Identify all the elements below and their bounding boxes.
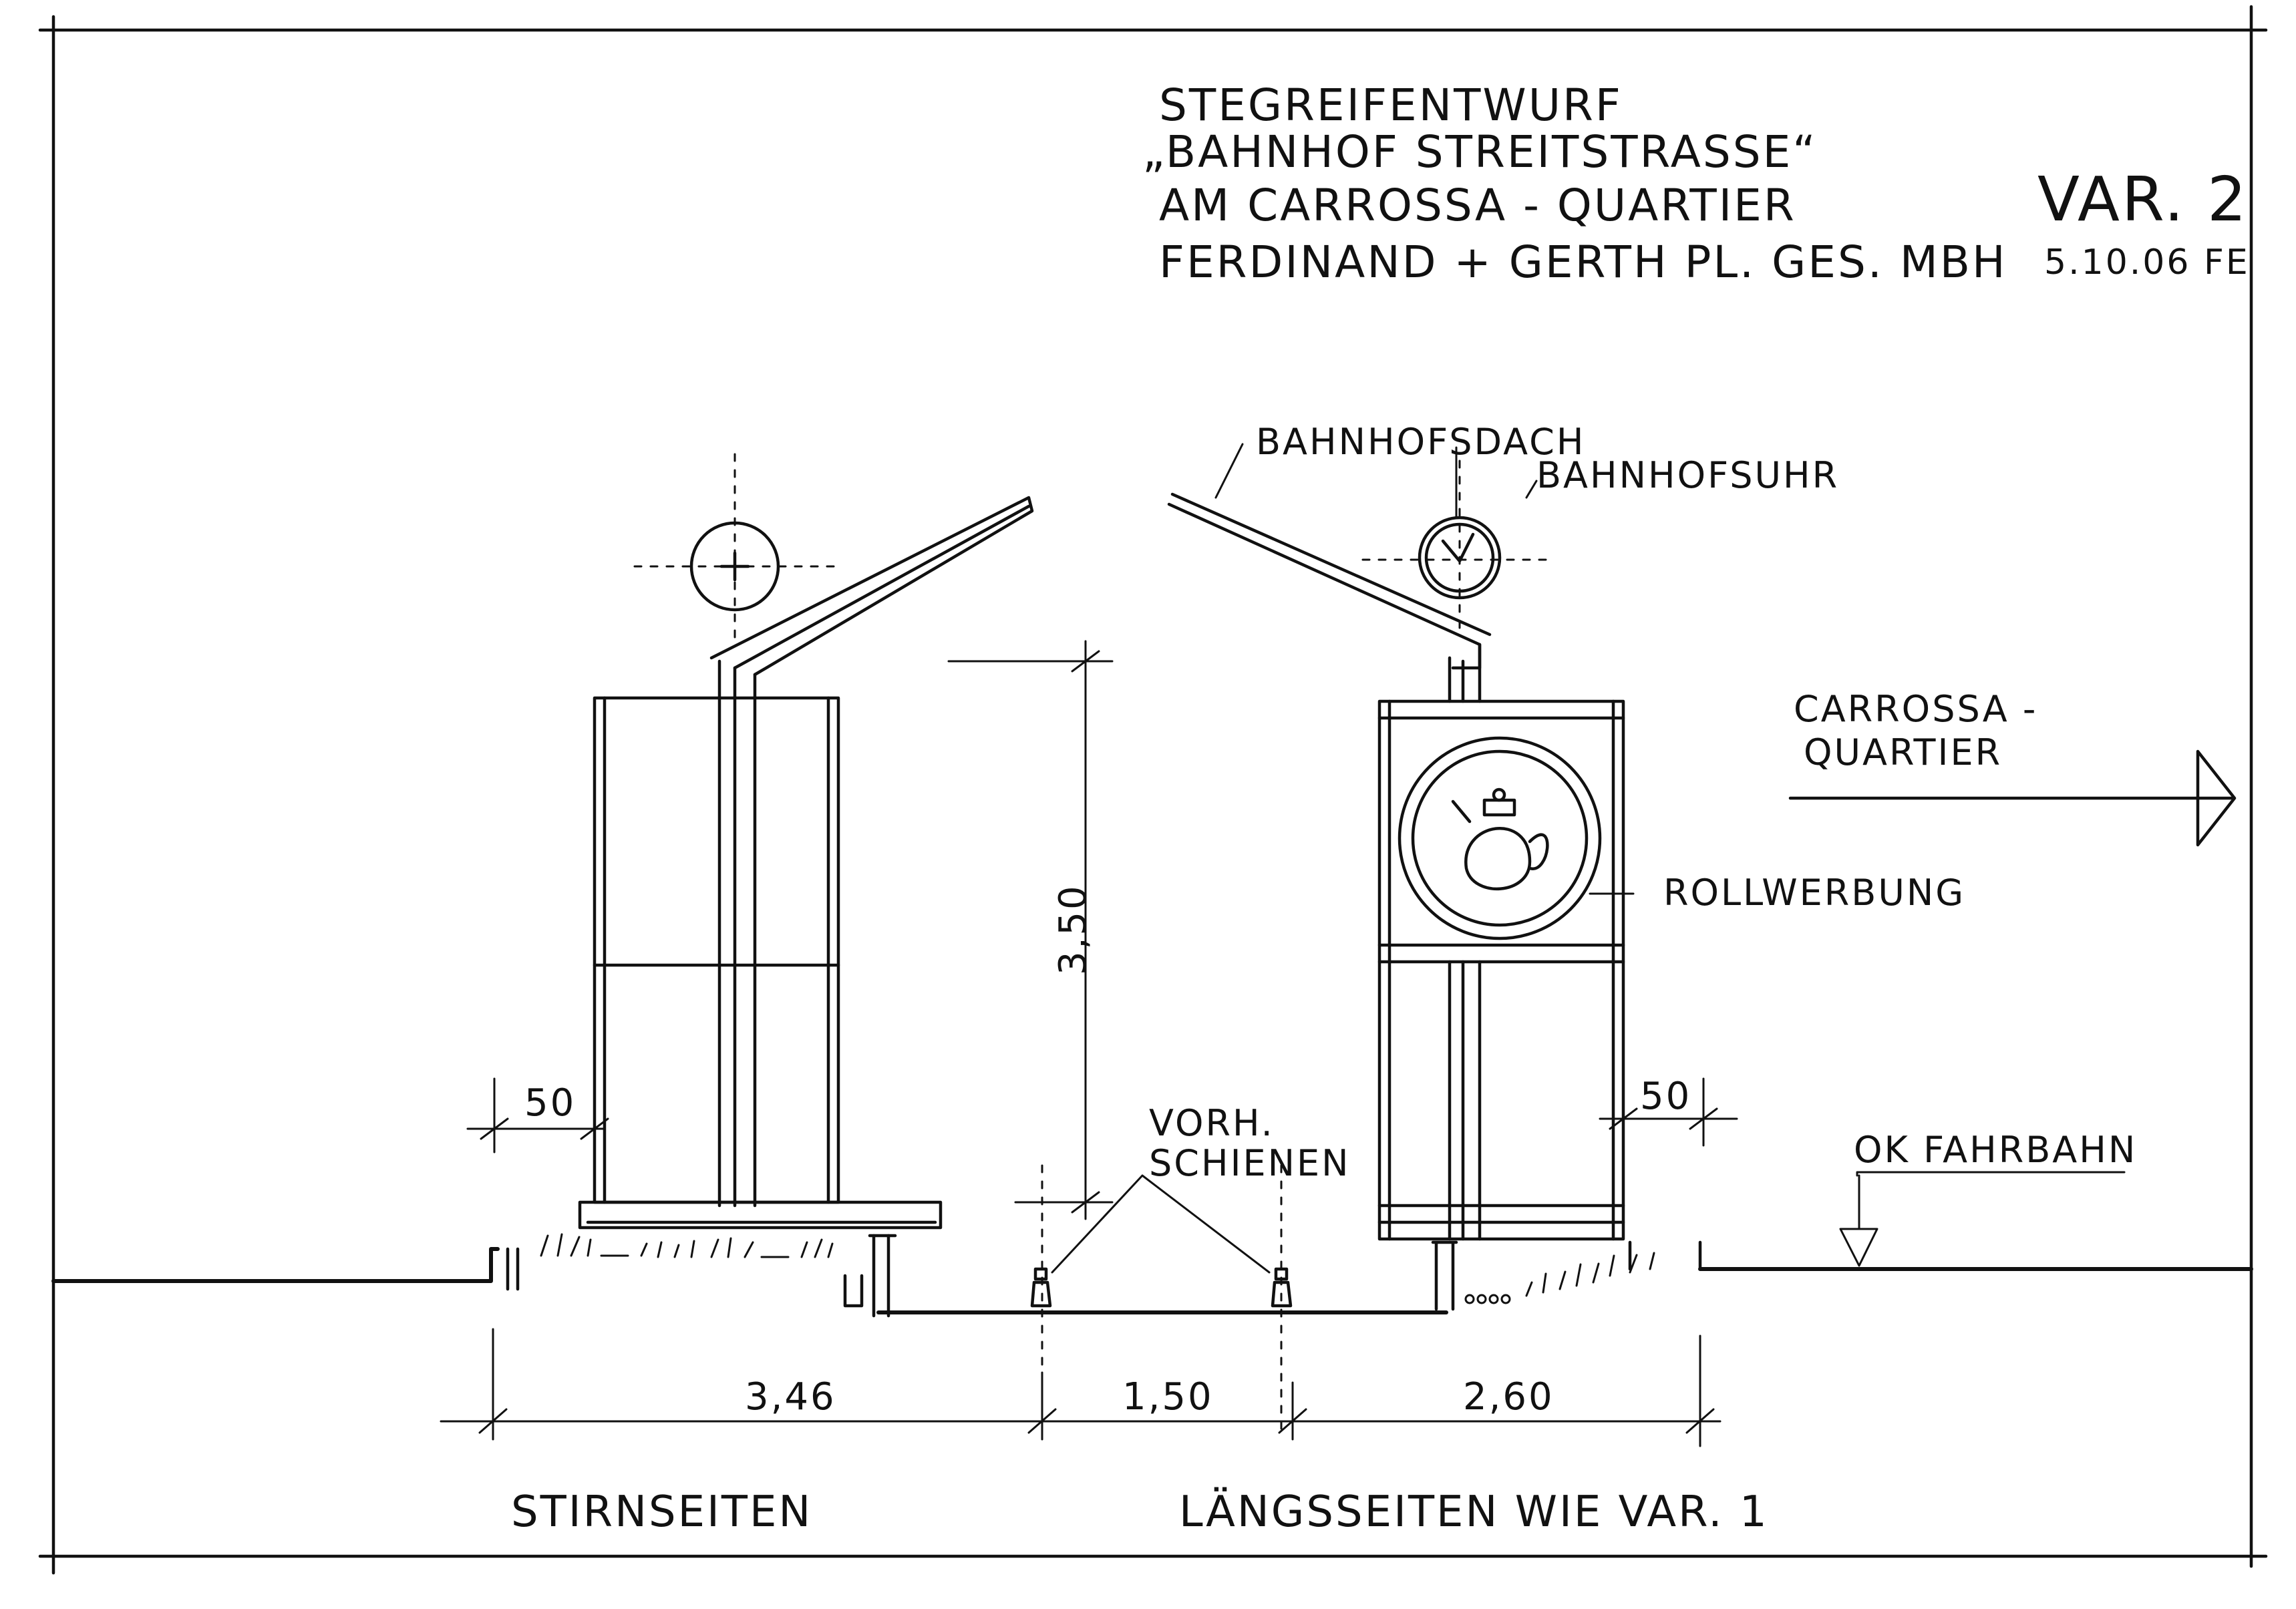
advertising-medallion	[1398, 736, 1602, 940]
footer-captions: STIRNSEITEN LÄNGSSEITEN WIE VAR. 1	[511, 1487, 1769, 1537]
dimension-lines	[440, 640, 1738, 1447]
span-left-dimension: 3,46	[745, 1375, 836, 1419]
label-leaders	[1214, 443, 2126, 1267]
span-mid-dimension: 1,50	[1122, 1375, 1214, 1419]
rails-label-1: VORH.	[1149, 1102, 1275, 1144]
right-shelter-grass	[1464, 1252, 1655, 1304]
right-shelter-clock	[1361, 460, 1551, 636]
title-block: STEGREIFENTWURF „BAHNHOF STREITSTRASSE“ …	[1142, 79, 2250, 288]
left-shelter	[506, 453, 1034, 1318]
right-offset-dimension: 50	[1640, 1075, 1691, 1118]
roof-label: BAHNHOFSDACH	[1256, 421, 1585, 463]
title-line-2: „BAHNHOF STREITSTRASSE“	[1142, 126, 1818, 178]
sheet-frame	[38, 5, 2268, 1575]
quarter-direction-arrow	[1788, 749, 2237, 847]
height-dimension: 3,50	[1051, 884, 1095, 975]
date-label: 5.10.06 FE	[2044, 242, 2250, 283]
footer-right-caption: LÄNGSSEITEN WIE VAR. 1	[1179, 1487, 1769, 1537]
clock-label: BAHNHOFSUHR	[1536, 454, 1839, 496]
dimension-labels: 3,50 50 50 3,46 1,50 2,60	[524, 884, 1691, 1419]
left-shelter-grass	[540, 1233, 834, 1258]
span-right-dimension: 2,60	[1463, 1375, 1554, 1419]
right-shelter-roof	[1167, 492, 1492, 703]
road-level-label: OK FAHRBAHN	[1854, 1129, 2137, 1171]
title-line-1: STEGREIFENTWURF	[1159, 79, 1623, 131]
footer-left-caption: STIRNSEITEN	[511, 1487, 812, 1537]
left-offset-dimension: 50	[524, 1081, 576, 1125]
left-shelter-mast	[709, 496, 1034, 1208]
rails-label-2: SCHIENEN	[1149, 1142, 1351, 1184]
quarter-label-1: CARROSSA -	[1794, 688, 2037, 730]
right-shelter-base	[1431, 1240, 1702, 1311]
right-shelter-frame	[1377, 699, 1625, 1241]
annotation-labels: BAHNHOFSDACH BAHNHOFSUHR CARROSSA - QUAR…	[1149, 421, 2137, 1184]
quarter-label-2: QUARTIER	[1804, 731, 2002, 773]
left-shelter-clock	[633, 453, 836, 643]
advertising-label: ROLLWERBUNG	[1663, 872, 1965, 914]
ground-line	[51, 1247, 2253, 1314]
title-line-4: FERDINAND + GERTH PL. GES. MBH	[1159, 236, 2007, 288]
right-shelter	[1167, 460, 1702, 1311]
left-shelter-walls	[593, 696, 840, 1204]
variant-label: VAR. 2	[2037, 164, 2249, 235]
left-shelter-base	[506, 1200, 943, 1318]
title-line-3: AM CARROSSA - QUARTIER	[1159, 180, 1796, 231]
